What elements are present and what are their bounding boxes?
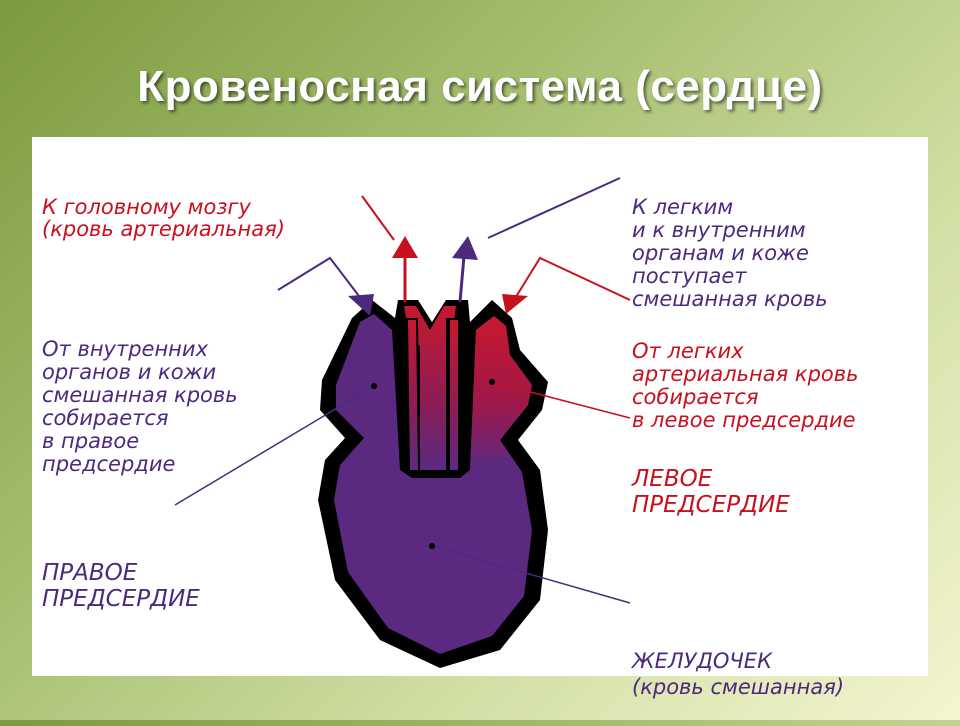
arrow-to-brain — [392, 236, 418, 258]
label-line: К легким — [632, 195, 734, 219]
label-line: От внутренних — [42, 337, 208, 361]
label-line: (кровь смешанная) — [632, 675, 845, 699]
slide-title: Кровеносная система (сердце) — [137, 62, 823, 111]
arrow-to-lungs — [452, 236, 478, 260]
label-line: предсердие — [42, 452, 176, 476]
label-to-brain: К головному мозгу(кровь артериальная) — [42, 152, 285, 262]
label-line: органам и коже — [632, 241, 809, 265]
arrow-from-organs — [348, 294, 374, 316]
label-line: ПРЕДСЕРДИЕ — [632, 492, 790, 518]
label-ventricle: ЖЕЛУДОЧЕК(кровь смешанная) — [632, 596, 844, 726]
label-line: поступает — [632, 264, 747, 288]
label-line: (кровь артериальная) — [42, 217, 285, 241]
label-line: и к внутренним — [632, 218, 806, 242]
left-atrium — [470, 316, 532, 470]
label-line: в правое — [42, 429, 140, 453]
heart-diagram — [174, 177, 631, 668]
diagram-panel — [32, 137, 928, 676]
label-line: К головному мозгу — [42, 195, 251, 219]
aorta — [404, 306, 456, 470]
label-line: От легких — [632, 339, 744, 363]
label-line: ПРАВОЕ — [42, 560, 138, 586]
arrow-from-lungs — [502, 294, 528, 314]
label-line: собирается — [632, 385, 759, 409]
label-line: собирается — [42, 406, 169, 430]
label-line: ПРЕДСЕРДИЕ — [42, 586, 200, 612]
label-line: в левое предсердие — [632, 408, 856, 432]
label-line: смешанная кровь — [632, 287, 828, 311]
label-line: смешанная кровь — [42, 383, 238, 407]
label-line: ЛЕВОЕ — [632, 466, 713, 492]
label-line: ЖЕЛУДОЧЕК — [632, 649, 772, 673]
label-line: органов и кожи — [42, 360, 217, 384]
label-line: артериальная кровь — [632, 362, 859, 386]
